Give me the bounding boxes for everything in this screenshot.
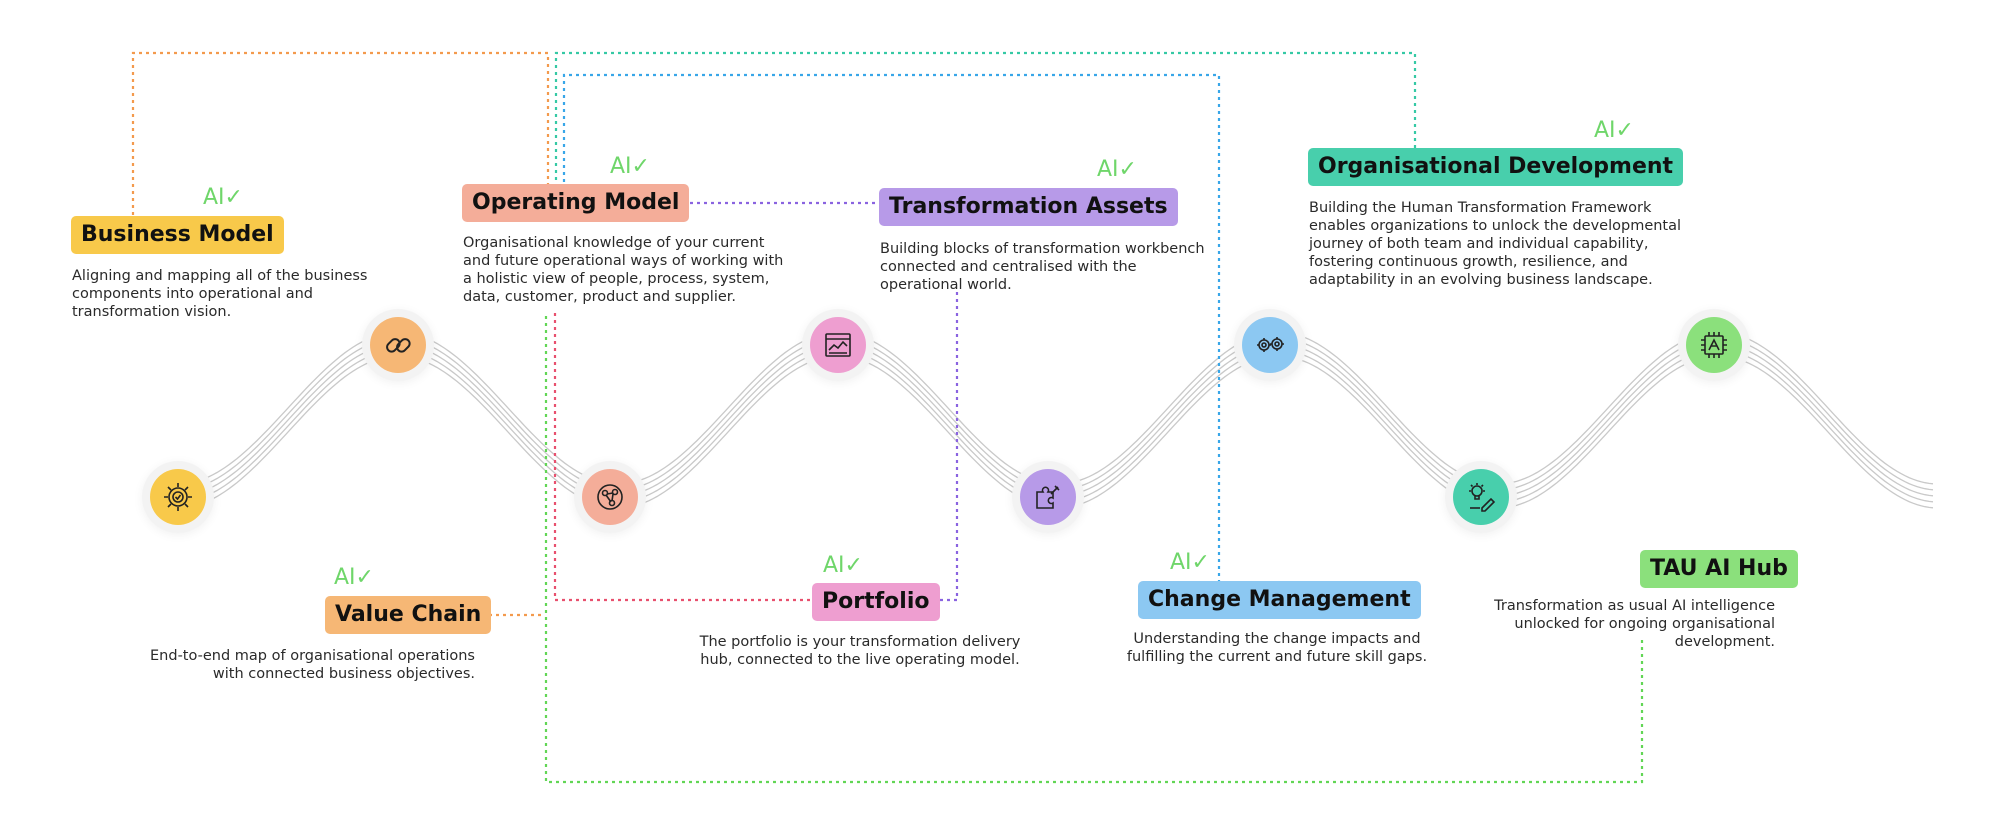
desc-change-management: Understanding the change impacts and ful… [1126, 631, 1428, 665]
icon-node-change-management [1242, 317, 1298, 373]
connector-tau-hub-loop [544, 313, 1644, 784]
desc-tau-ai-hub: Transformation as usual AI intelligence … [1494, 598, 1775, 650]
wave-line [204, 331, 1934, 485]
connector-change-management [562, 73, 1221, 583]
desc-operating-model: Organisational knowledge of your current… [463, 235, 784, 305]
connector-portfolio [933, 292, 959, 602]
globe-network-icon [597, 484, 623, 510]
chain-link-icon [386, 338, 411, 353]
icon-node-portfolio [810, 317, 866, 373]
desc-organisational-development: Building the Human Transformation Framew… [1309, 200, 1682, 288]
ai-badge-organisational-development: AI✓ [1594, 118, 1634, 143]
icon-node-value-chain [370, 317, 426, 373]
desc-portfolio: The portfolio is your transformation del… [699, 634, 1021, 668]
icon-node-transformation-assets [1020, 469, 1076, 525]
gear-check-icon [164, 483, 192, 511]
ai-badge-change-management: AI✓ [1170, 550, 1210, 575]
lightbulb-pencil-icon [1469, 483, 1496, 512]
ai-badge-operating-model: AI✓ [610, 154, 650, 179]
wave-line [204, 337, 1934, 491]
connector-organisational-development [554, 51, 1417, 185]
label-portfolio: Portfolio [812, 583, 940, 622]
icon-node-tau-ai-hub [1686, 317, 1742, 373]
analytics-board-icon [825, 333, 851, 357]
label-value-chain: Value Chain [325, 596, 492, 635]
label-operating-model: Operating Model [462, 184, 690, 223]
desc-value-chain: End-to-end map of organisational operati… [150, 648, 475, 682]
gears-icon [1257, 337, 1284, 352]
label-organisational-development: Organisational Development [1308, 148, 1684, 187]
desc-business-model: Aligning and mapping all of the business… [72, 268, 368, 320]
ai-badge-transformation-assets: AI✓ [1097, 157, 1137, 182]
label-business-model: Business Model [71, 216, 284, 255]
label-transformation-assets: Transformation Assets [879, 188, 1178, 227]
wave-line [204, 343, 1934, 497]
icon-node-business-model [150, 469, 206, 525]
label-tau-ai-hub: TAU AI Hub [1640, 550, 1798, 589]
ai-badge-portfolio: AI✓ [823, 553, 863, 578]
connector-lines [131, 51, 1644, 784]
ai-badge-business-model: AI✓ [203, 185, 243, 210]
desc-transformation-assets: Building blocks of transformation workbe… [880, 241, 1205, 293]
icon-node-organisational-development [1453, 469, 1509, 525]
puzzle-wrench-icon [1036, 485, 1060, 509]
ai-chip-icon [1701, 332, 1727, 358]
label-change-management: Change Management [1138, 581, 1421, 620]
ai-badge-value-chain: AI✓ [334, 565, 374, 590]
connector-portfolio-red [553, 313, 810, 602]
icon-node-operating-model [582, 469, 638, 525]
